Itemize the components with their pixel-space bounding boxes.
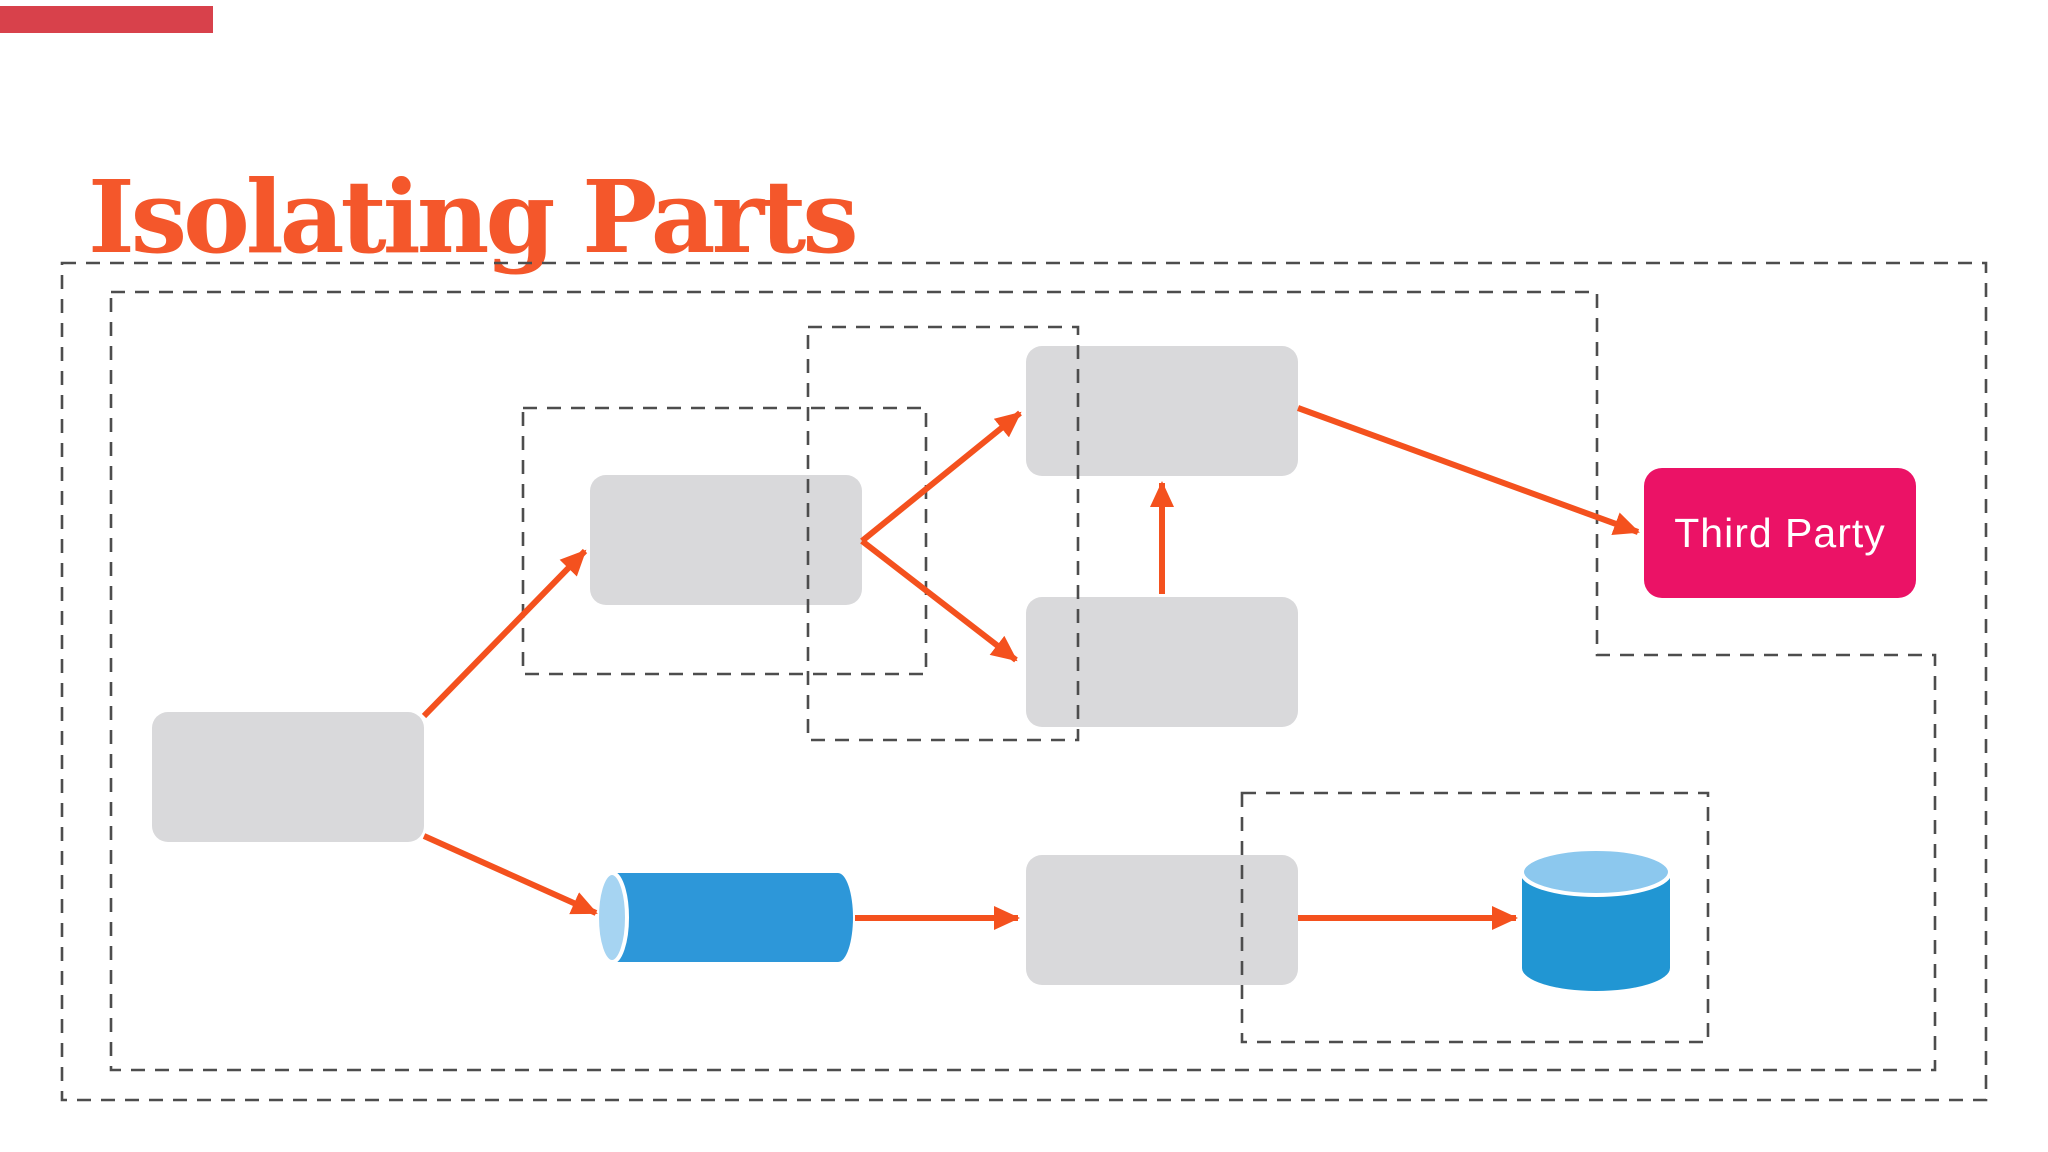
node-upper-mid-box [590,475,862,605]
database-cylinder [1520,847,1672,991]
group-mid-pair [806,325,1080,742]
node-layer [152,346,1298,985]
node-bottom-mid-box [1026,855,1298,985]
node-mid-right-box [1026,597,1298,727]
slide-title: Isolating Parts [88,158,859,276]
node-left-root-box [152,712,424,842]
outer-system-boundary [60,261,1988,1102]
pipe-cylinder [595,871,853,964]
inner-app-boundary-notched [109,290,1937,1072]
arrow-root-to-pipe [422,833,598,916]
group-upper-mid [521,406,928,676]
arrow-upper-mid-to-mid-right [860,538,1018,663]
node-third-party-box [1644,468,1916,598]
group-storage [1240,791,1710,1044]
video-progress-bar [0,6,213,33]
node-top-right-box [1026,346,1298,476]
arrow-top-right-to-third-party [1296,405,1640,536]
arrow-root-to-upper-mid [421,548,588,719]
arrow-upper-mid-to-top-right [860,410,1022,544]
